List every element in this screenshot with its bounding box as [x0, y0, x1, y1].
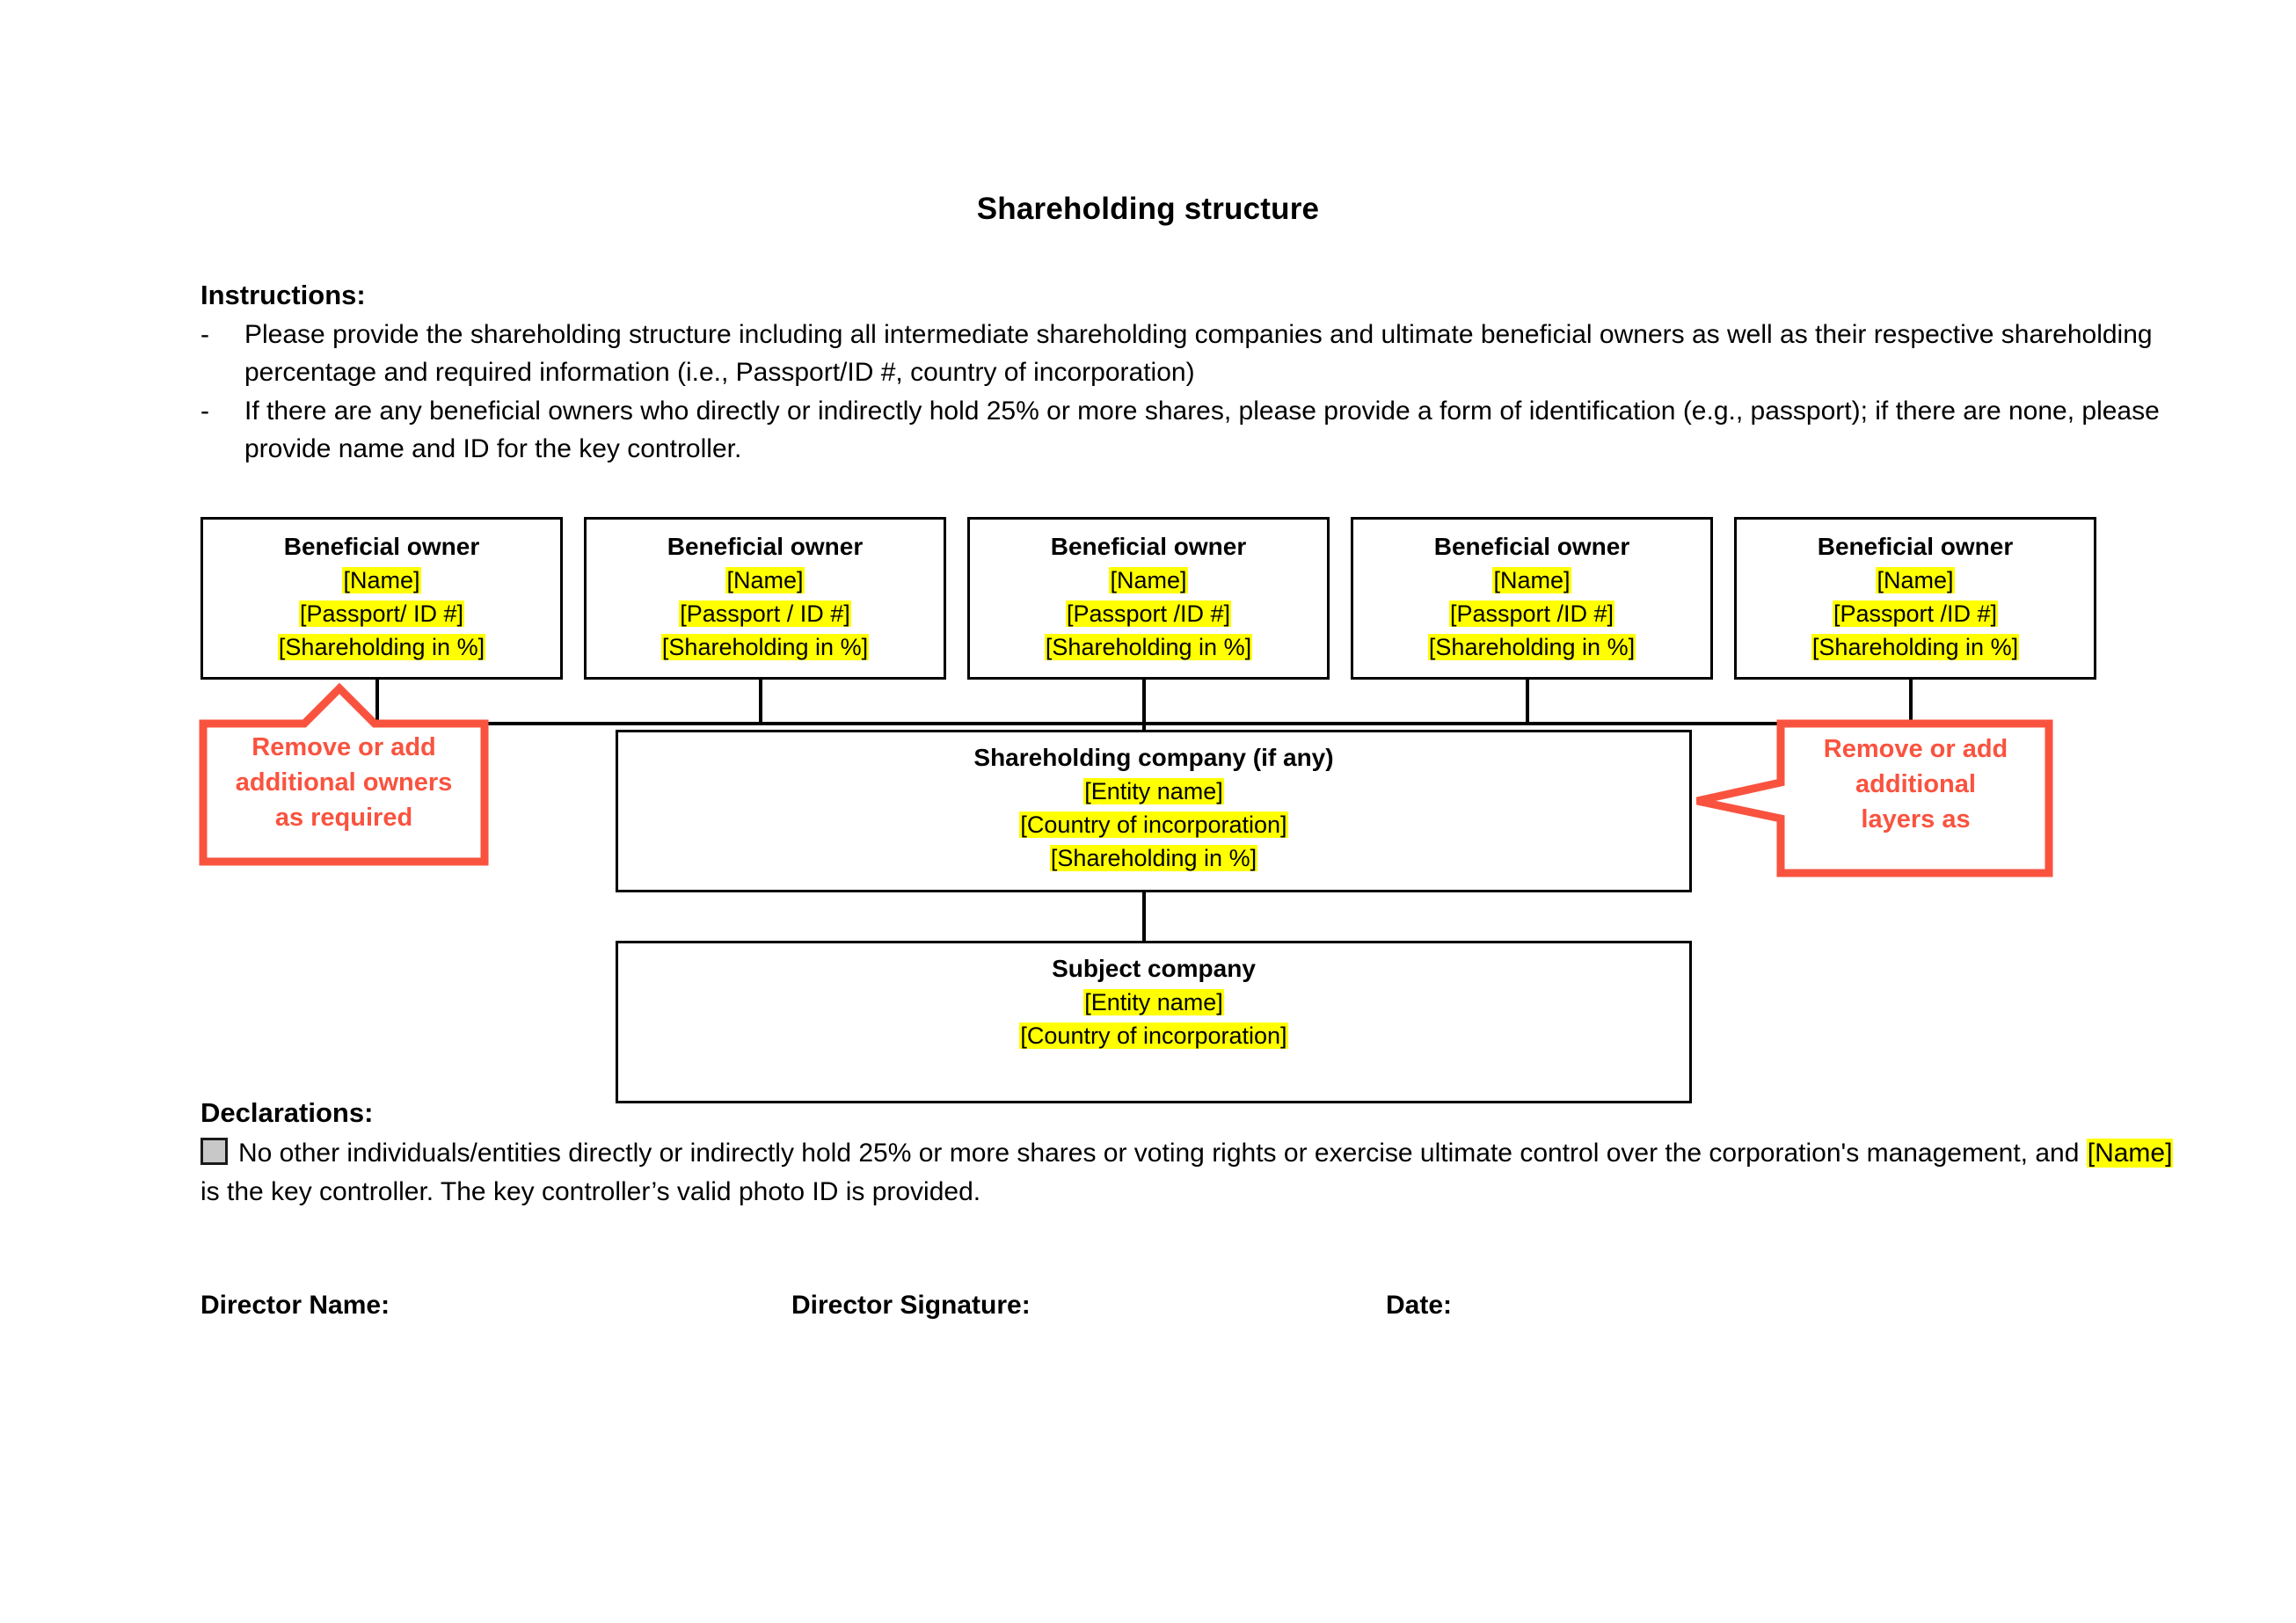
callout-left-text: Remove or add additional owners as requi… [208, 730, 480, 835]
owner-passport: [Passport /ID #] [1737, 599, 2094, 630]
owner-shareholding-value: [Shareholding in %] [1811, 634, 2020, 661]
subject-company-title: Subject company [1052, 955, 1256, 982]
declaration-text-before: No other individuals/entities directly o… [238, 1139, 2087, 1168]
shareholding-company-box: Shareholding company (if any) [Entity na… [616, 730, 1692, 892]
callout-right-text: Remove or add additional layers as [1790, 731, 2041, 837]
owner-title: Beneficial owner [667, 533, 864, 560]
connector-drop-3 [1142, 680, 1146, 725]
director-signature-label: Director Signature: [791, 1291, 1031, 1320]
declarations-heading: Declarations: [200, 1097, 374, 1128]
owner-shareholding-value: [Shareholding in %] [1427, 634, 1636, 661]
shareholding-company-country: [Country of incorporation] [618, 810, 1689, 841]
owner-name: [Name] [1353, 565, 1710, 596]
callout-left-line-3: as required [274, 804, 413, 833]
instruction-item: - If there are any beneficial owners who… [200, 393, 2170, 468]
shareholding-company-title: Shareholding company (if any) [973, 744, 1334, 771]
subject-company-country: [Country of incorporation] [618, 1021, 1689, 1052]
country-value: [Country of incorporation] [1019, 1022, 1288, 1049]
beneficial-owner-box-1: Beneficial owner [Name] [Passport/ ID #]… [200, 517, 563, 680]
owner-passport-value: [Passport/ ID #] [298, 600, 465, 627]
owner-title: Beneficial owner [1817, 533, 2014, 560]
owner-name: [Name] [203, 565, 560, 596]
owner-shareholding-value: [Shareholding in %] [660, 634, 870, 661]
beneficial-owner-box-4: Beneficial owner [Name] [Passport /ID #]… [1351, 517, 1713, 680]
owner-passport-value: [Passport /ID #] [1832, 600, 1999, 627]
declarations-section: Declarations: No other individuals/entit… [200, 1097, 2179, 1212]
entity-name-value: [Entity name] [1083, 777, 1224, 804]
owner-name-value: [Name] [1876, 566, 1955, 593]
key-controller-name: [Name] [2086, 1139, 2174, 1168]
connector-drop-4 [1526, 680, 1529, 725]
beneficial-owner-box-5: Beneficial owner [Name] [Passport /ID #]… [1734, 517, 2096, 680]
owner-passport: [Passport /ID #] [1353, 599, 1710, 630]
bullet-dash-icon: - [200, 320, 209, 349]
instruction-text: If there are any beneficial owners who d… [244, 397, 2160, 463]
instruction-text: Please provide the shareholding structur… [244, 320, 2153, 387]
subject-company-box: Subject company [Entity name] [Country o… [616, 941, 1692, 1103]
declaration-statement: No other individuals/entities directly o… [200, 1134, 2179, 1212]
instructions-section: Instructions: - Please provide the share… [200, 280, 2170, 469]
callout-left-shape [199, 682, 489, 866]
owner-passport: [Passport / ID #] [587, 599, 944, 630]
subject-company-entity-name: [Entity name] [618, 987, 1689, 1018]
page-title: Shareholding structure [976, 192, 1320, 226]
instruction-item: - Please provide the shareholding struct… [200, 317, 2170, 391]
owner-passport-value: [Passport / ID #] [679, 600, 851, 627]
shareholding-value: [Shareholding in %] [1049, 845, 1258, 872]
owner-name-value: [Name] [725, 566, 805, 593]
owner-name: [Name] [587, 565, 944, 596]
connector-drop-2 [759, 680, 762, 725]
owner-shareholding: [Shareholding in %] [203, 632, 560, 663]
owner-passport: [Passport /ID #] [970, 599, 1327, 630]
owner-shareholding-value: [Shareholding in %] [1044, 634, 1253, 661]
declaration-text-after: is the key controller. The key controlle… [200, 1176, 981, 1206]
owner-title: Beneficial owner [283, 533, 480, 560]
callout-right-line-3: layers as [1861, 805, 1971, 834]
owner-shareholding: [Shareholding in %] [1353, 632, 1710, 663]
connector-drop-1 [375, 680, 379, 725]
owner-shareholding: [Shareholding in %] [1737, 632, 2094, 663]
owner-name: [Name] [1737, 565, 2094, 596]
shareholding-company-entity-name: [Entity name] [618, 776, 1689, 807]
callout-left-line-2: additional owners [235, 768, 453, 797]
director-name-label: Director Name: [200, 1291, 390, 1320]
owner-title: Beneficial owner [1433, 533, 1630, 560]
owner-name-value: [Name] [1109, 566, 1188, 593]
beneficial-owner-box-2: Beneficial owner [Name] [Passport / ID #… [584, 517, 946, 680]
instructions-heading: Instructions: [200, 280, 366, 310]
owner-passport-value: [Passport /ID #] [1448, 600, 1615, 627]
beneficial-owner-box-3: Beneficial owner [Name] [Passport /ID #]… [967, 517, 1330, 680]
owner-shareholding: [Shareholding in %] [970, 632, 1327, 663]
country-value: [Country of incorporation] [1019, 811, 1288, 838]
shareholding-company-shareholding: [Shareholding in %] [618, 843, 1689, 874]
connector-drop-5 [1909, 680, 1913, 725]
owner-shareholding-value: [Shareholding in %] [277, 634, 486, 661]
owner-shareholding: [Shareholding in %] [587, 632, 944, 663]
owner-name: [Name] [970, 565, 1327, 596]
callout-right-line-2: additional [1855, 770, 1976, 799]
callout-right-shape [1696, 719, 2053, 877]
owner-name-value: [Name] [1492, 566, 1571, 593]
signature-section: Director Name: Director Signature: Date: [200, 1291, 2179, 1335]
bullet-dash-icon: - [200, 397, 209, 426]
callout-right-line-1: Remove or add [1823, 735, 2008, 763]
date-label: Date: [1386, 1291, 1453, 1320]
connector-stem-to-subject-company [1142, 892, 1146, 944]
owner-title: Beneficial owner [1050, 533, 1247, 560]
declaration-checkbox[interactable] [200, 1138, 228, 1165]
owner-passport-value: [Passport /ID #] [1065, 600, 1232, 627]
owner-name-value: [Name] [342, 566, 421, 593]
callout-left-line-1: Remove or add [251, 733, 436, 761]
entity-name-value: [Entity name] [1083, 988, 1224, 1015]
owner-passport: [Passport/ ID #] [203, 599, 560, 630]
